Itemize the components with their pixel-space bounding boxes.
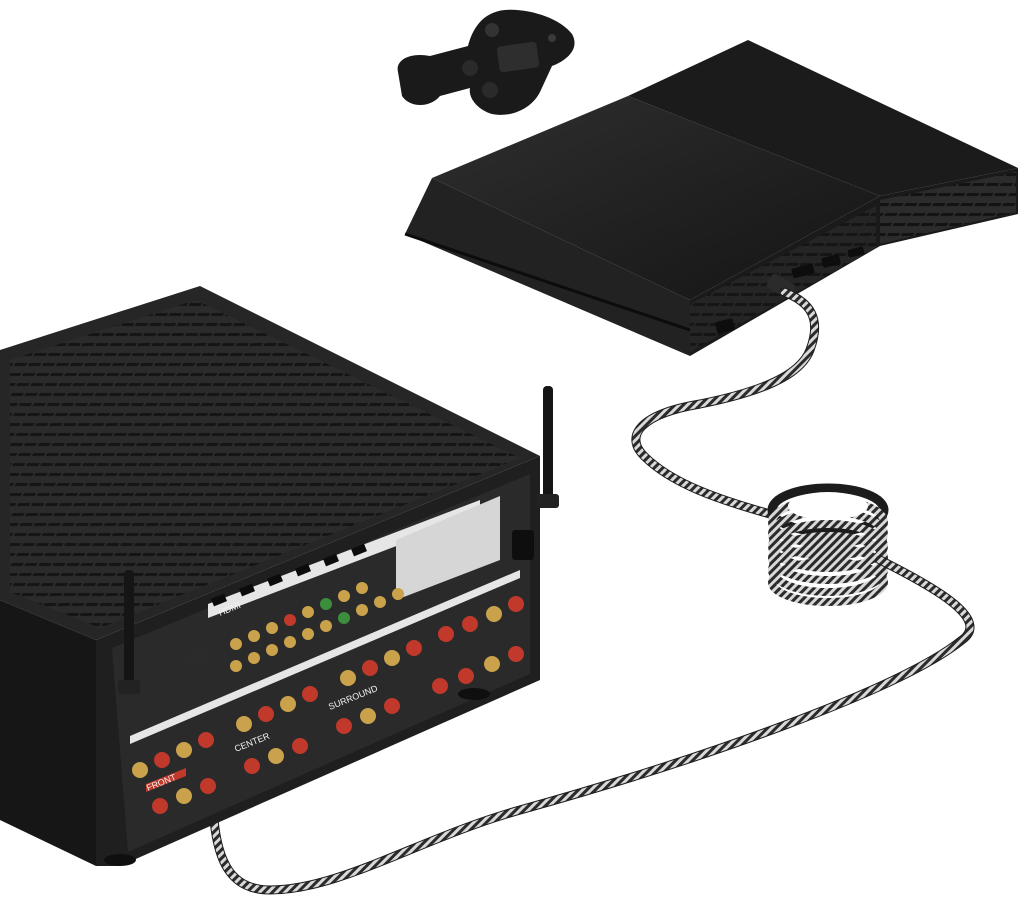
game-controller-icon: [397, 9, 575, 115]
wireless-antenna-icon: [118, 570, 140, 694]
wireless-antenna-icon: [537, 386, 559, 508]
cable-coil-icon: [767, 483, 889, 606]
rca-jack-grid: [230, 582, 404, 672]
hdmi-input-row: HDMI: [211, 543, 367, 618]
power-inlet: [512, 530, 534, 560]
speaker-terminals: [132, 596, 524, 814]
av-receiver-icon: HDMI: [0, 286, 559, 866]
console-ports: [715, 246, 865, 334]
